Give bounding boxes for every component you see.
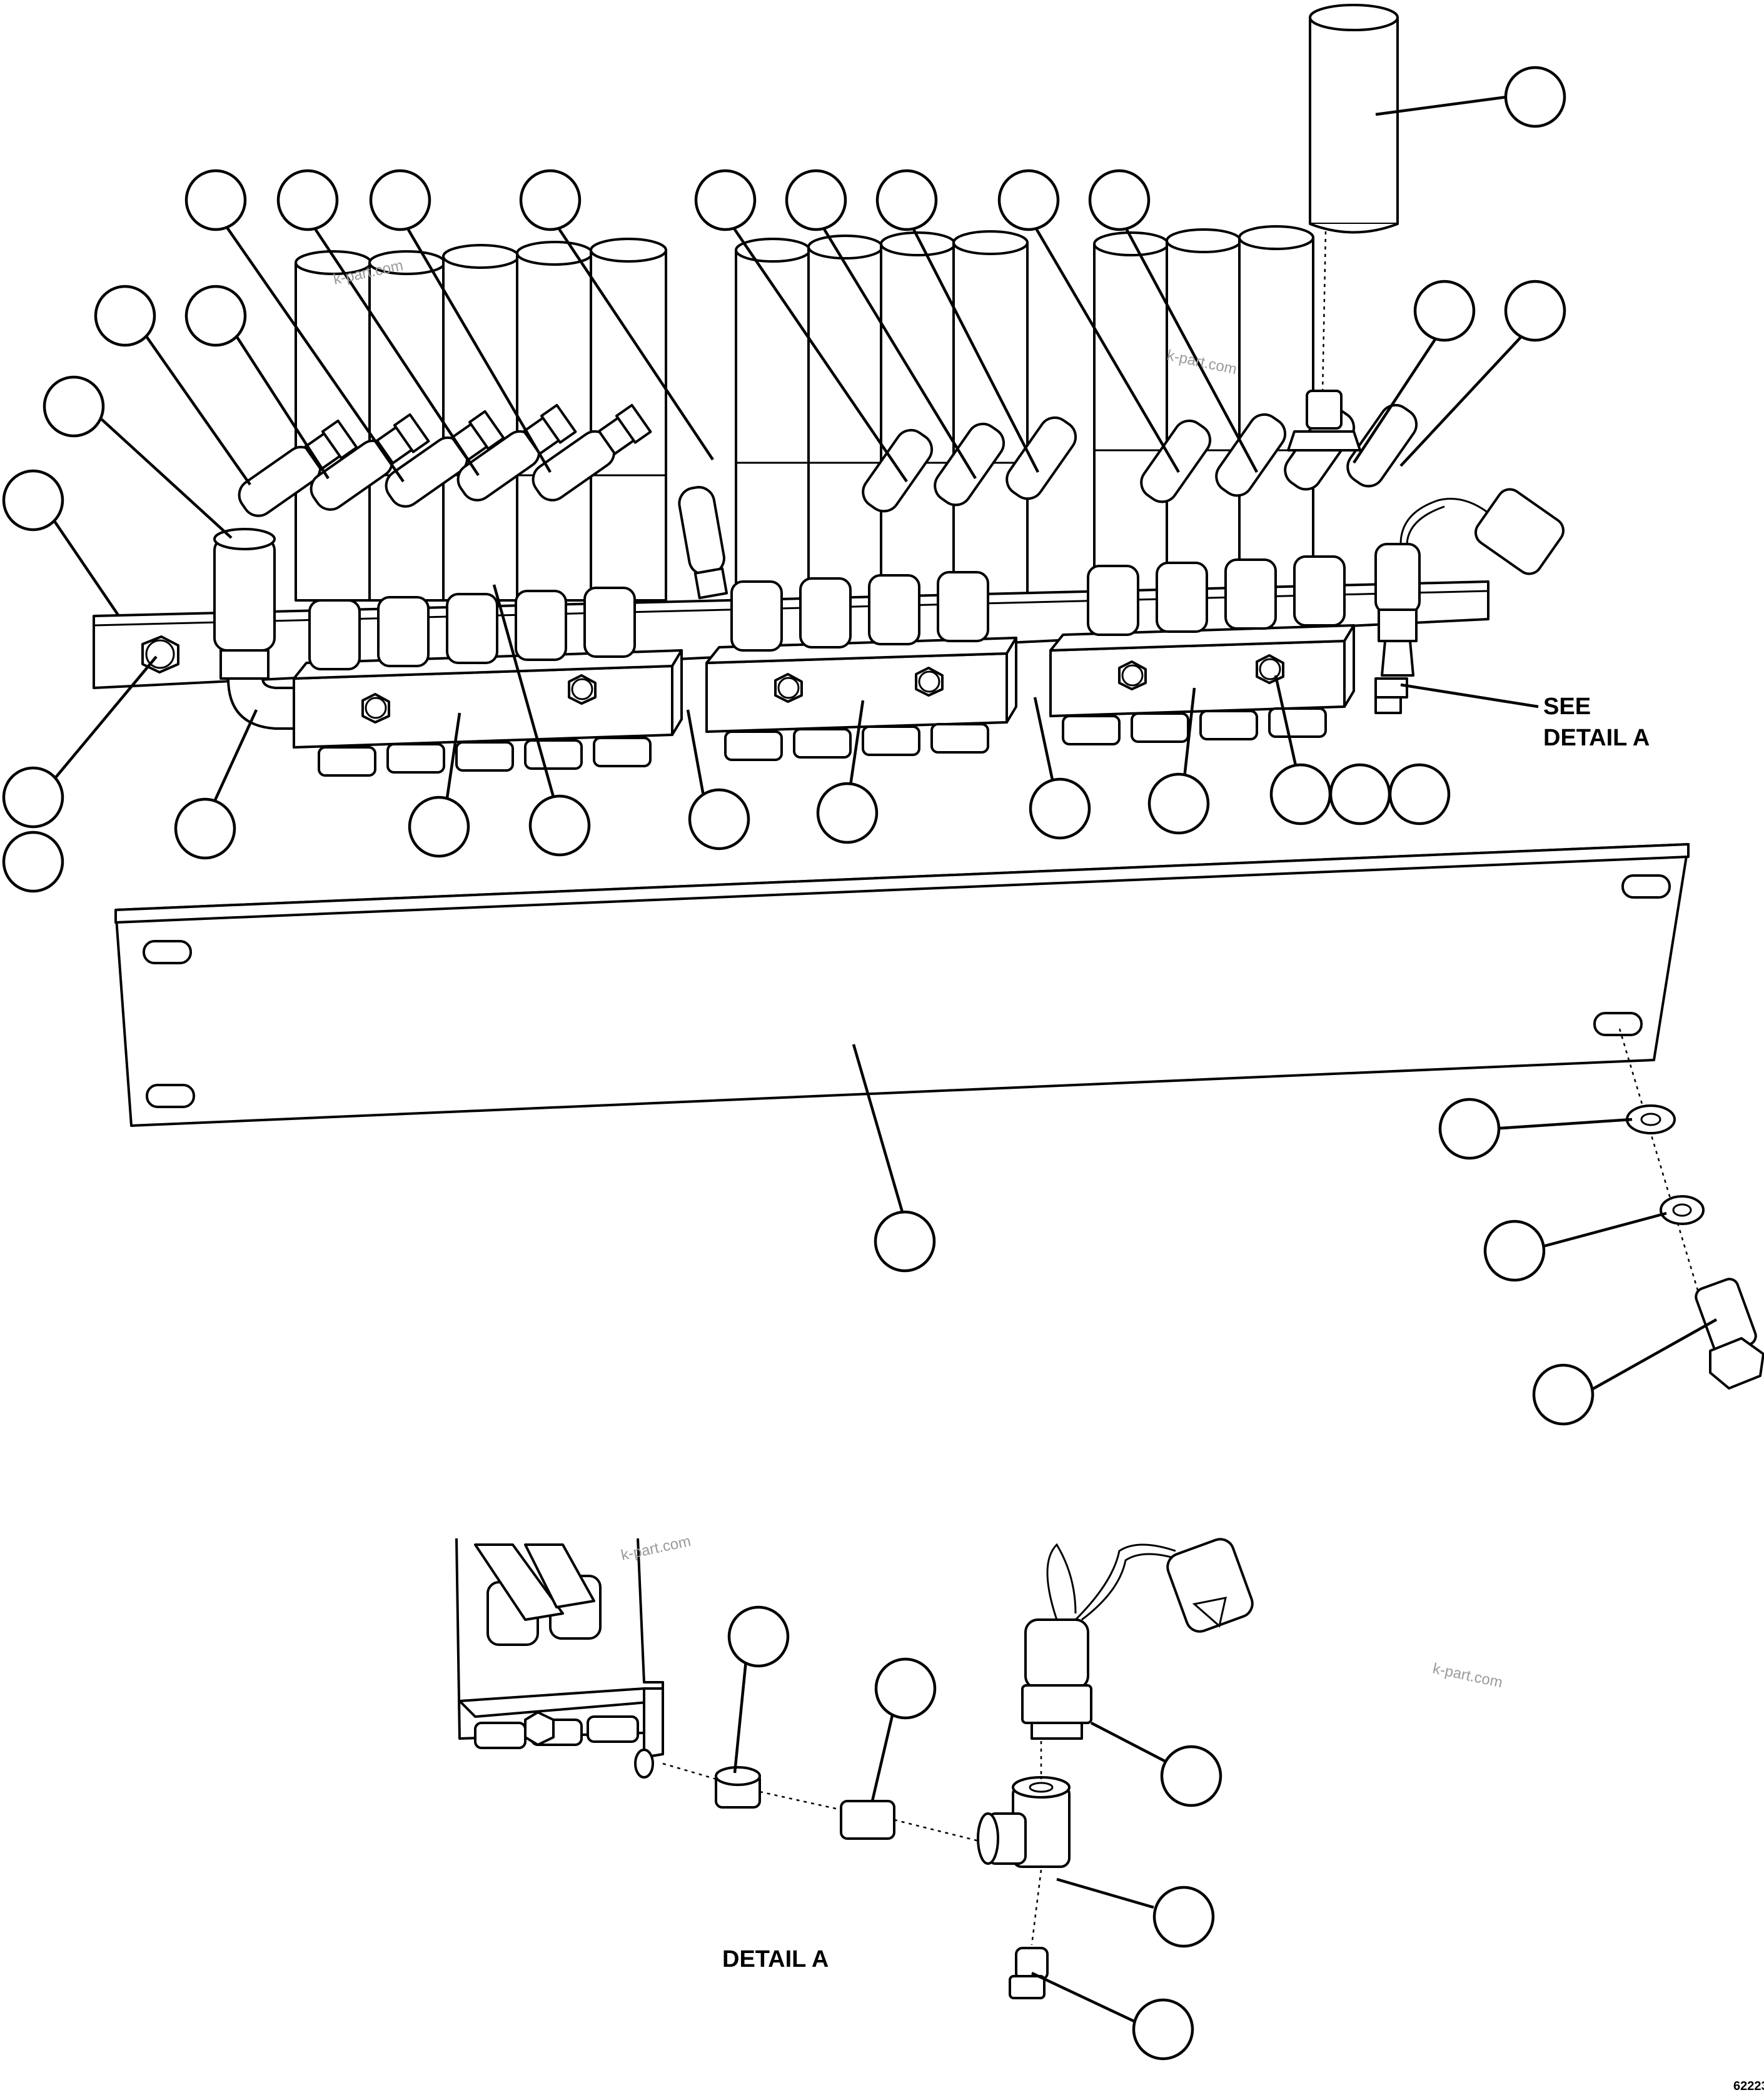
callout-balloon	[1504, 280, 1566, 342]
callout-balloon	[1160, 1745, 1222, 1807]
detail-bleed-cap	[1009, 1947, 1049, 1999]
callout-balloon	[1152, 1885, 1215, 1948]
callout-balloon	[874, 1657, 937, 1720]
callout-balloon	[2, 766, 64, 829]
watermark-text: k-part.com	[620, 1533, 692, 1564]
callout-balloon	[694, 169, 757, 231]
callout-balloon	[785, 169, 847, 231]
detail-tee	[977, 1776, 1071, 1868]
callout-balloon	[1132, 1998, 1194, 2061]
detail-spacer	[840, 1800, 895, 1840]
callout-balloon	[727, 1605, 790, 1668]
callout-balloon	[1438, 1098, 1501, 1160]
callout-balloon	[1329, 763, 1391, 825]
accumulator-group-right	[1093, 225, 1314, 595]
callout-balloon	[276, 169, 339, 231]
callout-balloon	[408, 795, 470, 858]
detail-adapter	[715, 1766, 761, 1809]
callout-balloon	[875, 169, 938, 231]
callout-balloon	[1269, 763, 1332, 825]
cartridge-valves	[238, 390, 1418, 600]
manifold-blocks	[293, 555, 1355, 777]
washer-flat	[1626, 1104, 1676, 1134]
drawing-number: 62223	[1733, 2079, 1764, 2093]
manifold-block-right	[1049, 555, 1355, 745]
callout-balloon	[1413, 280, 1476, 342]
leader-lines	[46, 95, 1718, 2025]
callout-balloon	[874, 1210, 936, 1273]
valve-11	[1215, 413, 1287, 497]
exploded-accumulator	[1309, 4, 1399, 395]
callout-balloon	[688, 788, 750, 851]
callout-balloon	[43, 375, 105, 438]
washer-lock	[1660, 1195, 1705, 1225]
valve-8	[934, 422, 1005, 507]
callout-balloon	[369, 169, 431, 231]
see-detail-label-line1: SEE	[1543, 694, 1591, 720]
pressure-switch	[1374, 488, 1565, 714]
detail-a-view	[455, 1538, 1254, 1999]
valve-4	[456, 403, 577, 502]
callout-balloon	[94, 285, 156, 347]
callout-balloon	[1532, 1363, 1595, 1426]
callout-balloon	[528, 794, 591, 857]
callout-balloons	[2, 66, 1595, 2061]
valve-10	[1140, 419, 1212, 503]
valve-3	[385, 410, 505, 508]
callout-balloon	[1147, 772, 1210, 835]
hex-bolt	[1695, 1278, 1764, 1390]
valve-2	[310, 413, 430, 511]
left-elbow-fitting	[213, 528, 295, 730]
callout-balloon	[2, 469, 64, 532]
callout-balloon	[816, 782, 879, 844]
valve-5	[532, 403, 652, 502]
detail-a-title: DETAIL A	[722, 1946, 829, 1972]
see-detail-label-line2: DETAIL A	[1543, 725, 1650, 751]
callout-balloon	[1388, 763, 1451, 825]
accumulator-cylinders	[295, 225, 1314, 602]
valve-6	[678, 486, 728, 600]
callout-balloon	[184, 169, 247, 231]
callout-balloon	[997, 169, 1060, 231]
callout-balloon	[1483, 1219, 1546, 1282]
valve-7	[862, 428, 934, 513]
watermark-text: k-part.com	[1431, 1660, 1504, 1691]
callout-balloon	[1504, 66, 1566, 128]
base-plate	[114, 843, 1702, 1301]
callout-balloon	[1029, 777, 1091, 840]
callout-balloon	[174, 797, 236, 860]
valve-13	[1346, 403, 1418, 488]
callout-balloon	[184, 285, 247, 347]
callout-balloon	[1088, 169, 1151, 231]
manifold-block-middle	[705, 571, 1017, 761]
manifold-block-left	[293, 587, 683, 777]
detail-pressure-sensor	[1021, 1538, 1254, 1740]
callout-balloon	[2, 830, 64, 893]
accumulator-group-middle	[735, 230, 1029, 602]
callout-balloon	[519, 169, 582, 231]
